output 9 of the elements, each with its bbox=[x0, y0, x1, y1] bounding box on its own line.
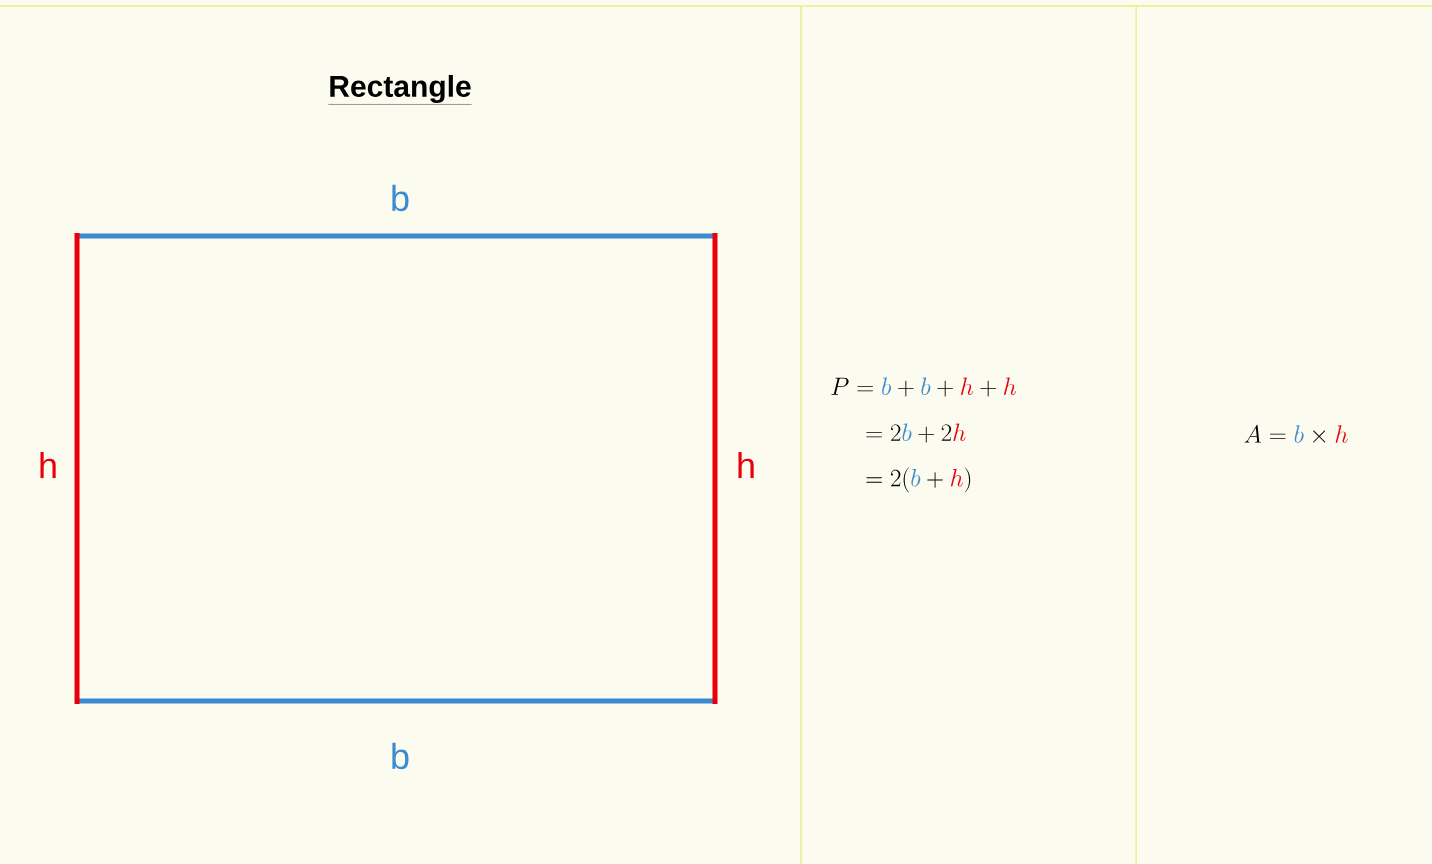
side-label: b bbox=[392, 184, 409, 212]
side-label: h bbox=[40, 451, 56, 479]
formula: $A = {\color[HTML]{3A8BD0}b} \times {\color[HTML]{E8000B}h}$ bbox=[1244, 424, 1348, 443]
side-label: b bbox=[392, 742, 409, 770]
side-label: h bbox=[738, 451, 754, 479]
formula: $= 2{\color[HTML]{3A8BD0}b} + 2{\color[HTML]{E8000B}h}$ bbox=[866, 423, 966, 443]
formula: $P = {\color[HTML]{3A8BD0}b} + {\color[HTML]{3A8BD0}b} + {\color[HTML]{E8000B}h} + {\color[HTML]{E8000B}h}$ bbox=[831, 377, 1016, 397]
title: Rectangle bbox=[328, 74, 472, 105]
formula: $= 2({\color[HTML]{3A8BD0}b} + {\color[HTML]{E8000B}h})$ bbox=[866, 467, 971, 493]
